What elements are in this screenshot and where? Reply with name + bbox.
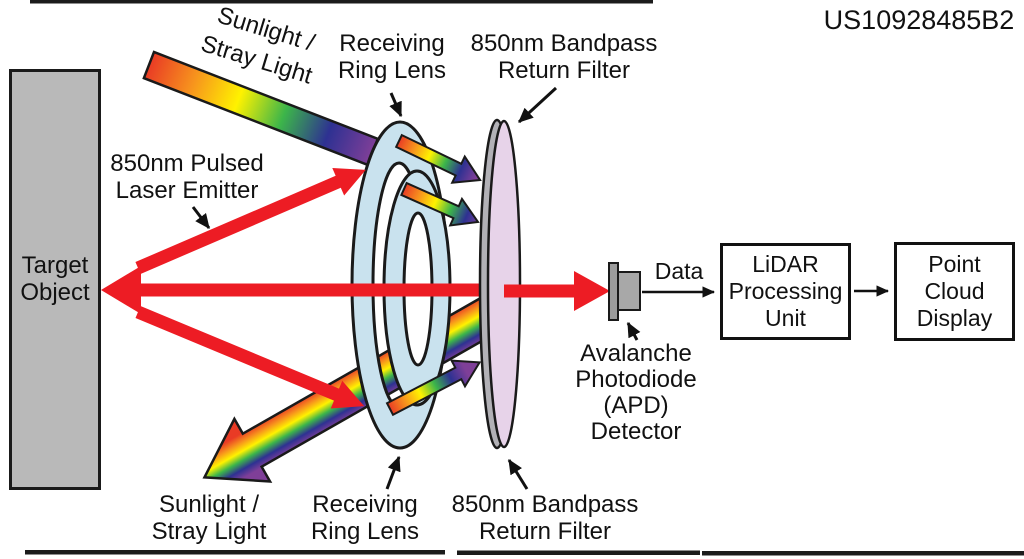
sunlight-stray-light-bottom-label: Sunlight / Stray Light	[151, 491, 267, 545]
laser-beam-to-apd	[504, 271, 610, 311]
scan-line-top	[30, 0, 653, 4]
ring-lens-top-label: Receiving Ring Lens	[337, 30, 447, 84]
laser-emitter-pointer-arrow	[191, 206, 211, 229]
scan-line-bottom-2	[457, 550, 700, 555]
bandpass-top-pointer-arrow	[517, 86, 558, 124]
apd-detector-body	[617, 271, 641, 311]
bandpass-filter-face	[486, 119, 522, 449]
bandpass-filter-bottom-label: 850nm Bandpass Return Filter	[451, 491, 639, 545]
apd-detector-label: Avalanche Photodiode (APD) Detector	[575, 340, 697, 446]
stray-light-refracted-arrow-1	[394, 133, 482, 184]
stray-light-refracted-arrow-2	[400, 181, 480, 227]
laser-emitter-label: 850nm Pulsed Laser Emitter	[110, 150, 264, 204]
ring-lens-bottom-pointer-arrow	[385, 455, 401, 490]
laser-beam-upper	[135, 167, 366, 274]
data-label: Data	[654, 258, 704, 284]
patent-number: US10928485B2	[823, 5, 1015, 35]
laser-arrowhead-at-target	[101, 266, 141, 314]
scan-line-bottom-1	[25, 550, 445, 555]
lidar-processing-unit-label: LiDAR Processing Unit	[728, 250, 843, 332]
lidar-processing-unit-box: LiDAR Processing Unit	[720, 243, 851, 340]
point-cloud-display-box: Point Cloud Display	[894, 242, 1015, 341]
stray-light-refracted-arrow-3	[385, 359, 482, 417]
scan-line-bottom-3	[702, 551, 1024, 556]
ring-lens-bottom-label: Receiving Ring Lens	[310, 491, 420, 545]
point-cloud-display-label: Point Cloud Display	[916, 250, 993, 332]
ring-lens-top-pointer-arrow	[389, 92, 403, 118]
target-object: Target Object	[9, 69, 101, 490]
target-object-label: Target Object	[20, 251, 90, 306]
apd-detector-plate	[608, 262, 619, 321]
bandpass-filter-top-label: 850nm Bandpass Return Filter	[470, 30, 658, 84]
laser-beam-fan	[101, 167, 482, 409]
bandpass-bottom-pointer-arrow	[507, 458, 529, 490]
laser-beam-horizontal	[133, 283, 482, 297]
laser-beam-lower	[135, 305, 365, 409]
apd-pointer-arrow	[626, 321, 641, 341]
